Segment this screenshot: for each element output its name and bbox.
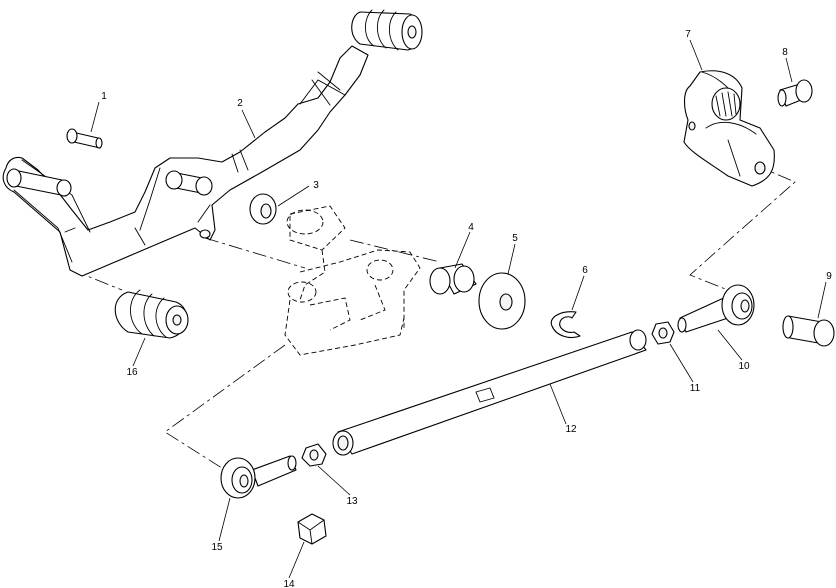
part-2-brake-pedal-lever: [2, 9, 423, 277]
part-12-rod: [332, 329, 647, 456]
part-16-foot-peg-rubber: [114, 289, 189, 339]
callout-2: 2: [237, 98, 243, 109]
callout-13: 13: [346, 496, 358, 507]
part-7-shift-arm: [683, 70, 775, 187]
part-3-washer: [249, 193, 277, 225]
callout-14: 14: [283, 579, 295, 588]
callout-16: 16: [126, 367, 138, 378]
part-11-nut: [651, 321, 675, 345]
callout-9: 9: [826, 271, 832, 282]
callout-11: 11: [690, 383, 701, 394]
callout-4: 4: [468, 222, 474, 233]
part-8-bolt: [777, 79, 813, 107]
frame-bracket-hidden: [284, 205, 421, 356]
part-15-rod-end: [220, 455, 297, 499]
part-10-rod-end: [677, 284, 755, 333]
callout-12: 12: [565, 424, 577, 435]
callout-labels: 1 2 3 4 5 6 7 8 9 10 11 12 13 14 15 16: [101, 29, 832, 588]
callout-1: 1: [101, 91, 107, 102]
leader-lines: [90, 39, 827, 579]
part-9-bolt: [782, 315, 835, 347]
part-14-nut: [297, 513, 327, 545]
part-4-bushing: [429, 263, 477, 295]
part-5-large-washer: [478, 272, 526, 330]
callout-7: 7: [685, 29, 691, 40]
callout-15: 15: [211, 542, 223, 553]
callout-8: 8: [782, 47, 788, 58]
part-13-nut: [301, 443, 327, 467]
callout-3: 3: [313, 180, 319, 191]
part-1-pivot-pin: [66, 128, 103, 149]
callout-10: 10: [738, 361, 750, 372]
callout-6: 6: [582, 265, 588, 276]
part-6-retaining-clip: [550, 311, 581, 339]
callout-5: 5: [512, 233, 518, 244]
